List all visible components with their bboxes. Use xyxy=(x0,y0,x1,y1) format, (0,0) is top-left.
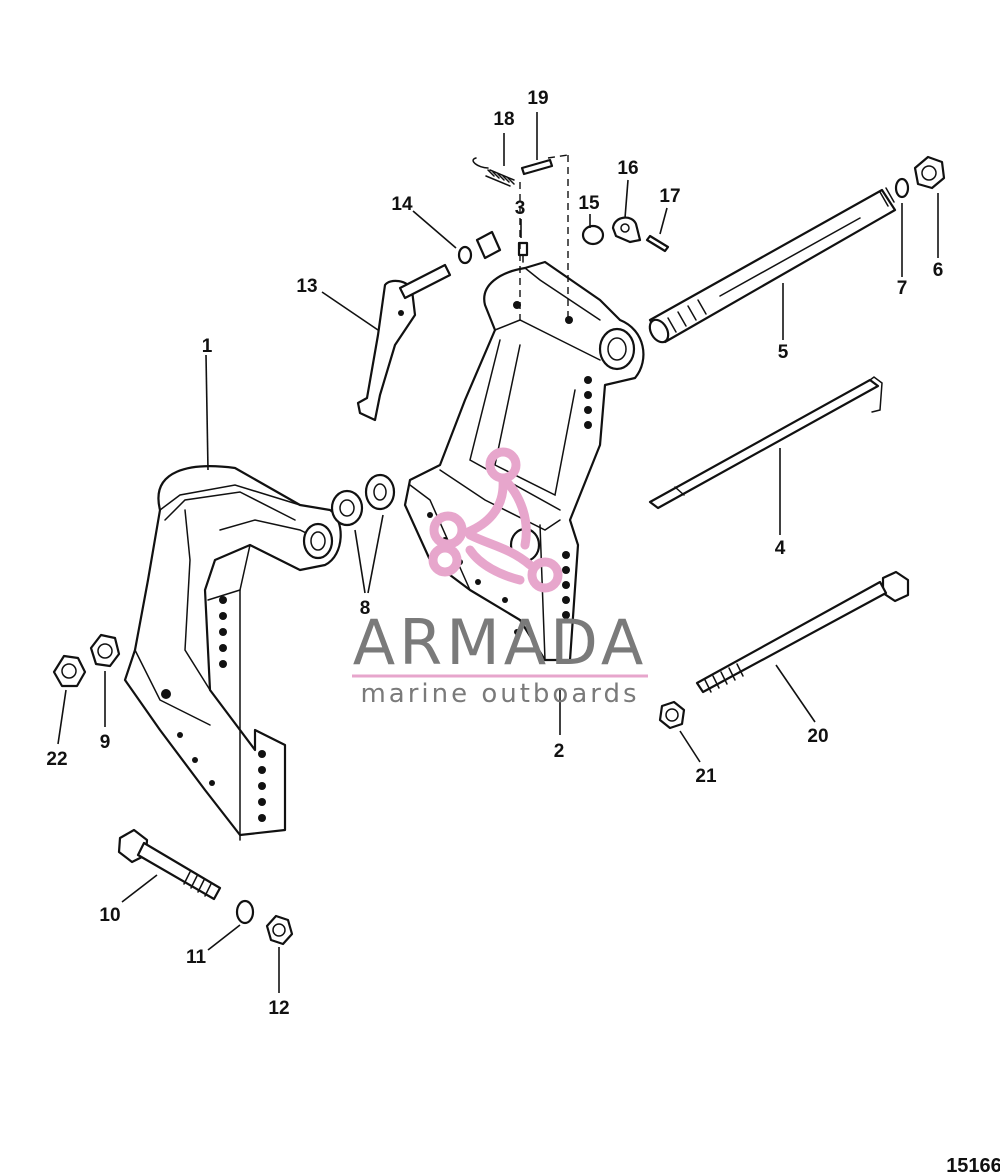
callout-18: 18 xyxy=(493,109,514,130)
callout-8: 8 xyxy=(360,598,371,619)
part-11-washer xyxy=(207,899,255,951)
callout-12: 12 xyxy=(268,998,289,1019)
part-3-grease-fitting xyxy=(517,219,529,263)
callout-15: 15 xyxy=(578,193,600,214)
callout-21: 21 xyxy=(695,766,717,787)
watermark-tagline: marine outboards xyxy=(360,679,639,709)
part-18-spring xyxy=(472,133,515,187)
watermark: ARMADA marine outboards xyxy=(352,447,648,709)
part-21-nut xyxy=(658,700,701,763)
callout-14: 14 xyxy=(391,194,413,215)
part-22-nut xyxy=(52,654,87,745)
callout-16: 16 xyxy=(617,158,638,179)
callout-6: 6 xyxy=(933,260,944,281)
assembly-centerlines xyxy=(519,154,569,325)
part-13-lock-lever xyxy=(321,263,452,422)
part-8-washers xyxy=(330,473,396,594)
part-7-washer xyxy=(894,177,910,277)
part-5-tilt-tube xyxy=(648,187,897,344)
part-19-plunger xyxy=(520,112,554,176)
part-14-retainer xyxy=(412,210,502,265)
part-15-bushing xyxy=(581,214,605,246)
part-4-tilt-rod xyxy=(648,376,883,535)
callout-5: 5 xyxy=(778,342,789,363)
callout-9: 9 xyxy=(100,732,111,753)
callout-22: 22 xyxy=(46,749,67,770)
callout-7: 7 xyxy=(897,278,908,299)
part-12-nut xyxy=(265,914,294,993)
callout-1: 1 xyxy=(202,336,213,357)
part-6-nut xyxy=(913,155,946,258)
callout-2: 2 xyxy=(554,741,565,762)
callout-13: 13 xyxy=(296,276,317,297)
part-20-long-bolt xyxy=(695,570,910,723)
callout-4: 4 xyxy=(775,538,786,559)
figure-number: 15166 xyxy=(946,1155,1000,1175)
part-17-pin xyxy=(645,207,670,253)
callout-17: 17 xyxy=(659,186,680,207)
part-16-cam xyxy=(611,179,642,244)
callout-20: 20 xyxy=(807,726,828,747)
watermark-brand: ARMADA xyxy=(353,606,647,679)
part-9-nut xyxy=(89,633,121,727)
callout-10: 10 xyxy=(99,905,120,926)
callout-19: 19 xyxy=(527,88,548,109)
armada-logo xyxy=(428,447,563,593)
part-10-bolt xyxy=(117,828,222,903)
callout-labels: 1 2 3 4 5 6 7 8 9 10 11 12 13 14 15 16 1… xyxy=(46,88,943,1019)
callout-3: 3 xyxy=(515,198,526,219)
callout-11: 11 xyxy=(186,947,207,968)
part-1-left-bracket xyxy=(123,465,342,841)
part-2-right-bracket xyxy=(403,260,645,662)
leader-part-1 xyxy=(205,354,209,471)
